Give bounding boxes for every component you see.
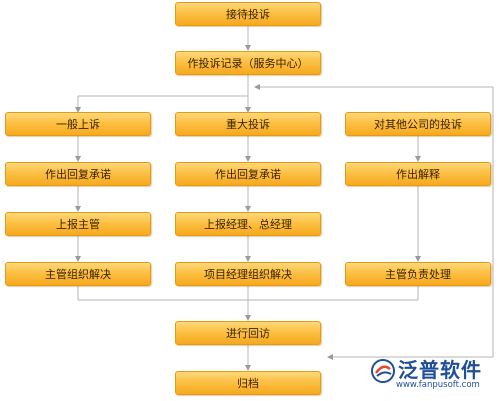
logo-icon — [371, 359, 395, 383]
node-report-supervisor: 上报主管 — [5, 212, 151, 236]
brand-logo: 泛普软件 www.fanpusoft.com — [368, 352, 500, 398]
node-record: 作投诉记录（服务中心） — [175, 51, 321, 75]
logo-url: www.fanpusoft.com — [396, 380, 480, 390]
node-explain: 作出解释 — [345, 162, 491, 186]
node-pm-resolve: 项目经理组织解决 — [175, 262, 321, 286]
node-other-company: 对其他公司的投诉 — [345, 112, 491, 136]
node-general: 一般上诉 — [5, 112, 151, 136]
node-follow-up: 进行回访 — [175, 321, 321, 345]
node-supervisor-handle: 主管负责处理 — [345, 262, 491, 286]
node-report-managers: 上报经理、总经理 — [175, 212, 321, 236]
node-major: 重大投诉 — [175, 112, 321, 136]
node-reply-promise-left: 作出回复承诺 — [5, 162, 151, 186]
logo-name: 泛普软件 — [398, 358, 482, 382]
node-reply-promise-middle: 作出回复承诺 — [175, 162, 321, 186]
node-reception: 接待投诉 — [175, 2, 321, 26]
node-archive: 归档 — [175, 371, 321, 395]
node-supervisor-resolve: 主管组织解决 — [5, 262, 151, 286]
